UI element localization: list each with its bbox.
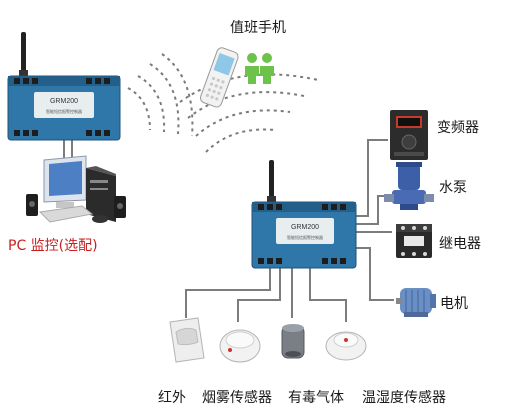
wave-right-4: [179, 73, 319, 103]
motor-icon: [396, 288, 436, 317]
controller-left-label-plate: [34, 92, 94, 118]
phone-icon: [199, 47, 239, 108]
wave-left-3: [149, 63, 180, 135]
controller-left-subtitle: 智能短信报警控制器: [46, 108, 82, 114]
controller-main: GRM200 智能短信报警控制器: [251, 160, 357, 269]
label-phone: 值班手机: [230, 20, 286, 36]
wireless-waves-left: [127, 53, 194, 137]
pc-icon: [26, 155, 126, 223]
controller-left: GRM200 智能短信报警控制器: [7, 32, 121, 141]
label-pc: PC 监控(选配): [8, 238, 98, 254]
label-temp-humidity: 温湿度传感器: [362, 390, 446, 406]
connector-smoke: [237, 268, 281, 322]
toxic-gas-sensor-icon: [281, 324, 305, 359]
smoke-sensor-icon: [219, 329, 261, 363]
controller-main-model: GRM200: [291, 224, 319, 231]
label-inverter: 变频器: [437, 120, 479, 136]
controller-main-subtitle: 智能短信报警控制器: [287, 234, 323, 240]
label-relay: 继电器: [439, 236, 481, 252]
label-infrared: 红外: [158, 390, 186, 406]
wireless-waves-right: [179, 73, 319, 153]
temp-humidity-sensor-icon: [325, 331, 367, 361]
controller-main-label-plate: [276, 218, 334, 244]
connector-inverter: [356, 139, 388, 217]
wave-left-2: [137, 75, 166, 133]
connector-infrared: [185, 268, 271, 318]
antenna-left: [21, 32, 26, 76]
controller-left-model: GRM200: [50, 98, 78, 105]
wave-left-1: [127, 87, 151, 131]
antenna-main: [269, 160, 274, 200]
connector-temp-humidity: [309, 268, 347, 322]
wave-left-4: [161, 53, 194, 137]
wave-right-1: [205, 128, 277, 153]
label-motor: 电机: [440, 296, 468, 312]
relay-icon: [396, 224, 432, 258]
label-pump: 水泵: [439, 180, 467, 196]
connector-motor: [356, 247, 394, 301]
pump-icon: [384, 162, 434, 210]
label-toxic-gas: 有毒气体: [288, 390, 344, 406]
people-icon: [245, 53, 274, 84]
inverter-icon: [390, 110, 428, 160]
label-smoke: 烟雾传感器: [202, 390, 272, 406]
connector-lines: [63, 139, 394, 322]
infrared-sensor-icon: [169, 317, 205, 363]
wave-right-3: [187, 91, 305, 119]
